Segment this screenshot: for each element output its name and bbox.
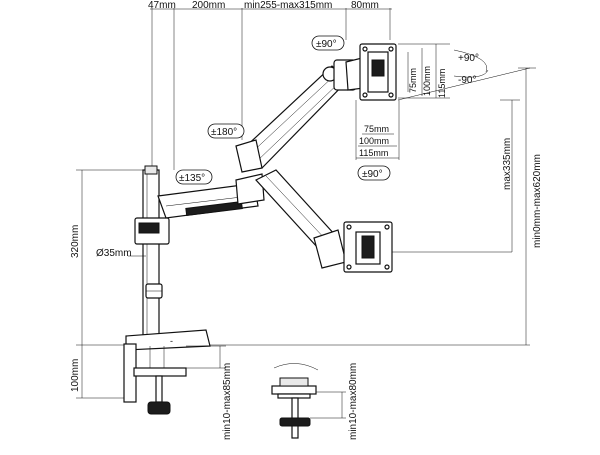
pole [134, 165, 170, 336]
clamp-label-mark: - [170, 336, 173, 346]
rotation-swivel-180: ±180° [211, 127, 237, 138]
dim-clamp-range: min10-max85mm [222, 363, 233, 440]
dim-arm-range: min255-max315mm [244, 0, 332, 11]
dim-vesa-h100: 100mm [422, 66, 432, 96]
dim-vesa-h115: 115mm [437, 69, 447, 98]
grommet-range-lines [310, 391, 346, 419]
left-height-lines [76, 169, 146, 399]
vesa-width-lines [355, 100, 400, 160]
dim-pole-diameter: Ø35mm [96, 248, 132, 259]
rotation-minus-90: -90° [458, 75, 476, 86]
dim-vesa-w75: 75mm [364, 124, 389, 134]
dim-pole-height: 320mm [70, 225, 81, 258]
grommet-mount [271, 363, 319, 439]
dim-range620: min0mm-max620mm [532, 154, 543, 248]
tilt-arcs [453, 49, 489, 78]
dim-47mm: 47mm [148, 0, 176, 11]
upper-arm-lowered [255, 169, 347, 269]
dim-vesa-w100: 100mm [359, 136, 389, 146]
badge-swivel-135 [175, 169, 213, 185]
dim-200mm: 200mm [192, 0, 225, 11]
desk-clamp: - [123, 329, 211, 415]
dim-80mm: 80mm [351, 0, 379, 11]
right-height-lines [159, 67, 536, 346]
badge-swivel-180 [207, 123, 245, 139]
rotation-plus-90: +90° [458, 53, 479, 64]
top-dimension-lines [150, 8, 392, 170]
upper-arm-raised [235, 57, 365, 173]
rotation-tilt-top: ±90° [316, 39, 337, 50]
rotation-rotate-bottom: ±90° [362, 169, 383, 180]
vesa-plate-top [359, 43, 397, 101]
badge-tilt-top [311, 35, 345, 51]
dim-grommet-range: min10-max80mm [348, 363, 359, 440]
clamp-range-lines [186, 345, 226, 369]
dim-clamp-height: 100mm [70, 359, 81, 392]
vesa-height-lines [398, 43, 450, 99]
rotation-swivel-135: ±135° [179, 173, 205, 184]
vesa-plate-bottom [343, 221, 393, 273]
dim-vesa-w115: 115mm [359, 148, 388, 158]
dim-max335: max335mm [502, 138, 513, 190]
badge-rotate-bottom [357, 165, 391, 181]
dim-vesa-h75: 75mm [408, 68, 418, 93]
